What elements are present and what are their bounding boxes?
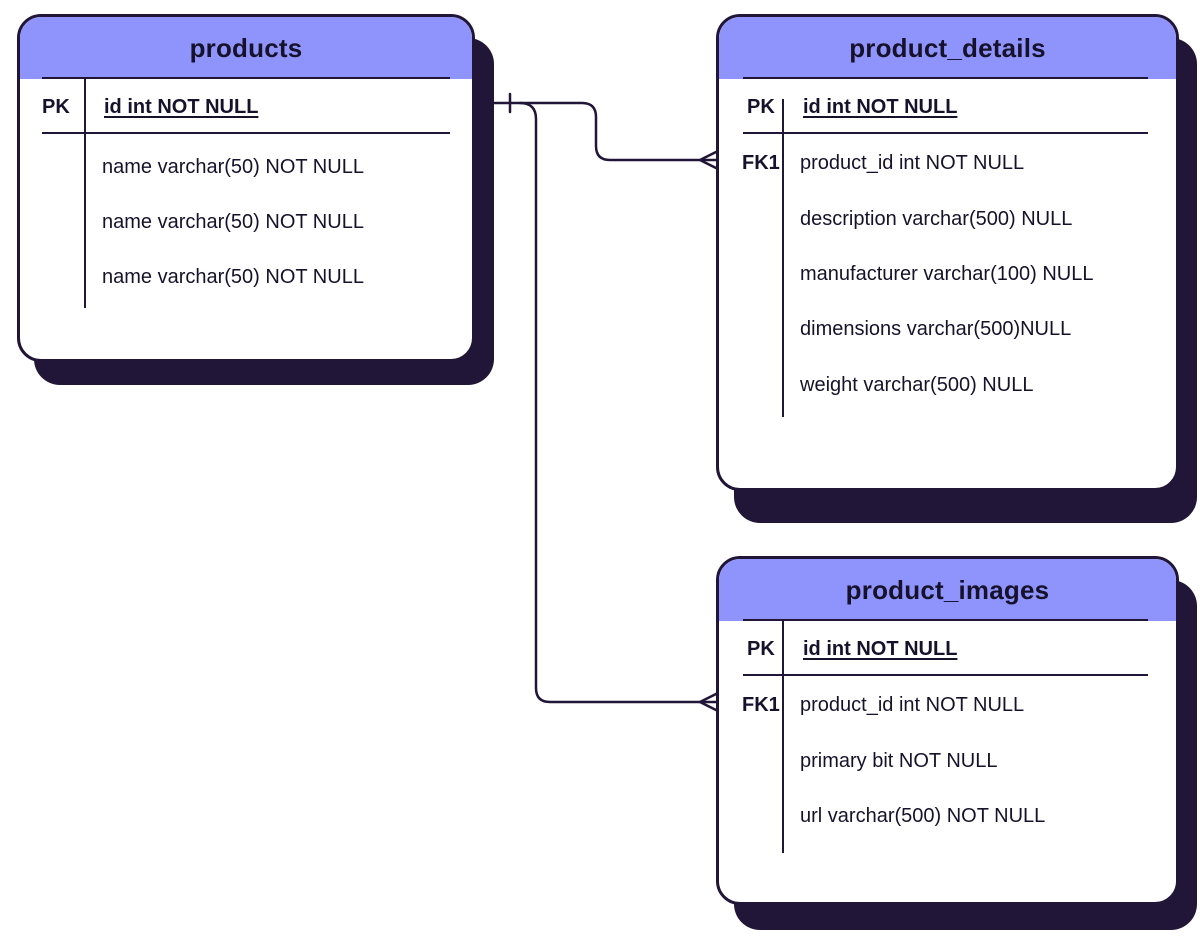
products-title: products [20,17,472,79]
header-divider [743,77,1148,79]
fk-label: FK1 [742,694,780,716]
pk-label: PK [747,638,775,660]
field: weight varchar(500) NULL [800,374,1034,396]
field: description varchar(500) NULL [800,208,1073,230]
connector-products-to-product-images [518,101,720,704]
field: manufacturer varchar(100) NULL [800,263,1094,285]
header-divider [42,77,450,79]
field: product_id int NOT NULL [800,152,1025,174]
pk-label: PK [42,96,70,118]
key-column-divider [782,99,784,417]
pk-field: id int NOT NULL [803,638,958,660]
header-divider [743,619,1148,621]
field: product_id int NOT NULL [800,694,1025,716]
key-column-divider [782,621,784,853]
key-column-divider [84,78,86,308]
pk-field: id int NOT NULL [104,96,259,118]
product-images-title: product_images [719,559,1176,621]
connector-products-to-product-details [490,101,720,162]
field: name varchar(50) NOT NULL [102,156,364,178]
field: name varchar(50) NOT NULL [102,211,364,233]
pk-divider [743,132,1148,134]
pk-label: PK [747,96,775,118]
pk-divider [42,132,450,134]
products-entity: products PK id int NOT NULL name varchar… [17,14,475,362]
product-details-title: product_details [719,17,1176,79]
pk-field: id int NOT NULL [803,96,958,118]
pk-divider [743,674,1148,676]
fk-label: FK1 [742,152,780,174]
field: url varchar(500) NOT NULL [800,805,1046,827]
field: primary bit NOT NULL [800,750,998,772]
field: dimensions varchar(500)NULL [800,318,1072,340]
product-details-entity: product_details PK id int NOT NULL FK1 p… [716,14,1179,491]
field: name varchar(50) NOT NULL [102,266,364,288]
product-images-entity: product_images PK id int NOT NULL FK1 pr… [716,556,1179,905]
